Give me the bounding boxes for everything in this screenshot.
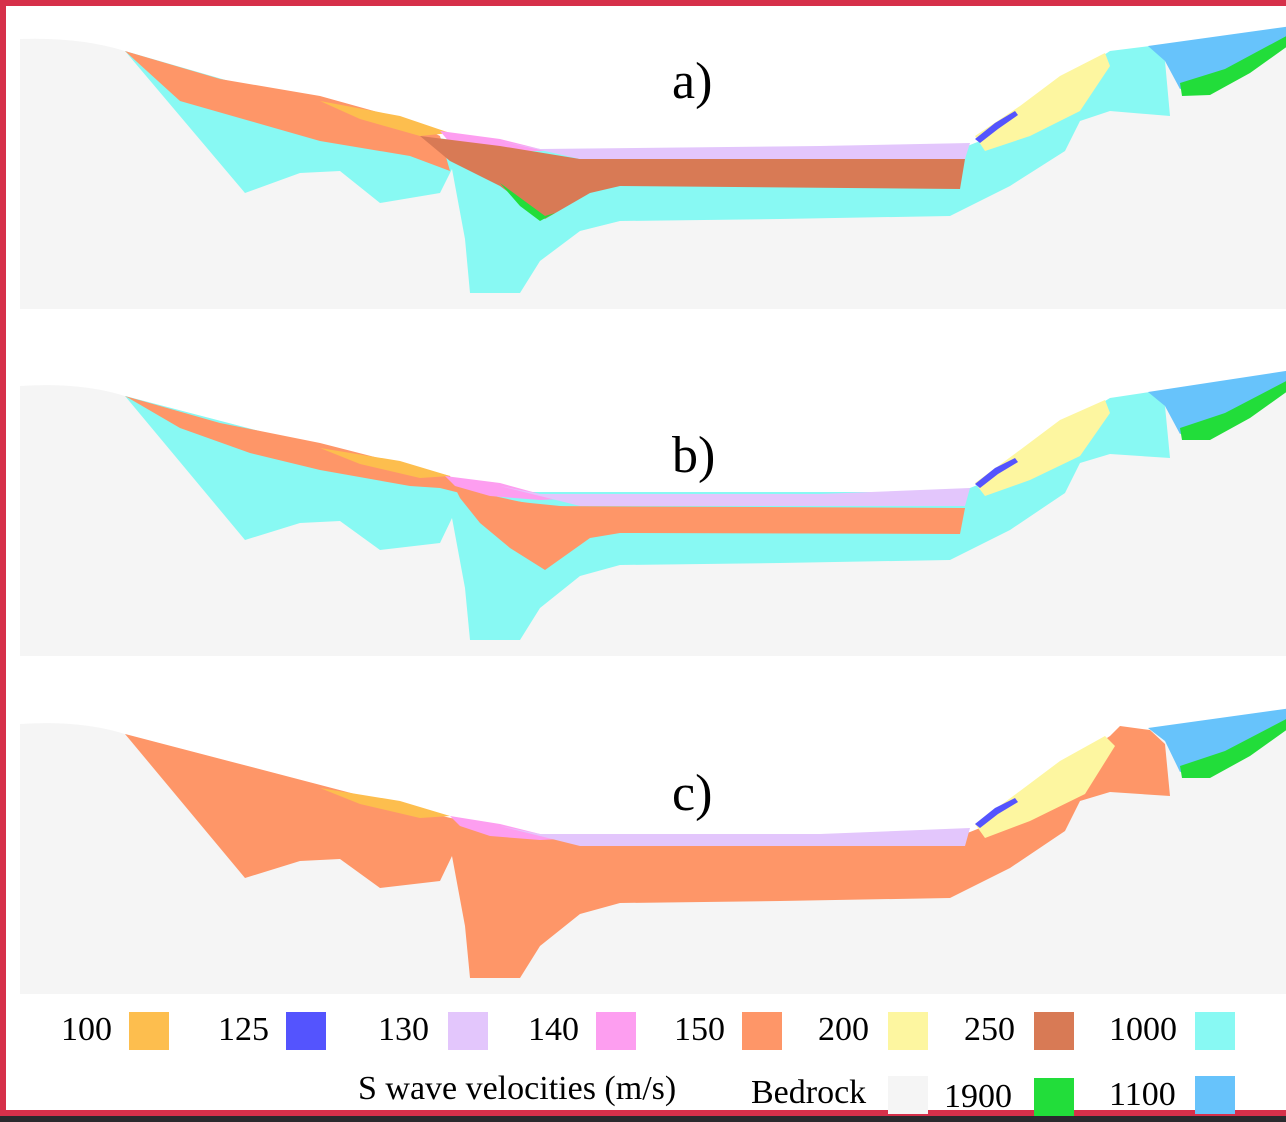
legend-value: 1900 xyxy=(944,1078,1012,1115)
legend-value: 150 xyxy=(674,1011,725,1048)
layer-130 xyxy=(500,486,970,506)
legend-value: 125 xyxy=(218,1011,269,1048)
layer-140 xyxy=(445,476,580,500)
legend-value: 100 xyxy=(61,1011,112,1048)
legend-swatch xyxy=(286,1012,326,1050)
panel-label: a) xyxy=(672,53,713,110)
legend-swatch xyxy=(1195,1012,1235,1050)
layer-1900-right xyxy=(1180,381,1286,440)
panel-label: b) xyxy=(672,427,716,484)
layer-1900-right xyxy=(1180,719,1286,778)
layer-125 xyxy=(975,798,1018,828)
legend-value: 250 xyxy=(964,1011,1015,1048)
legend-swatch xyxy=(448,1012,488,1050)
layer-200 xyxy=(975,400,1110,496)
layer-1900-right xyxy=(1180,36,1286,96)
layer-150 xyxy=(125,726,1170,978)
panel-label: c) xyxy=(672,765,713,822)
cross-section-a-drawing xyxy=(20,11,1286,311)
layer-1100 xyxy=(1148,370,1286,434)
legend-swatch xyxy=(888,1012,928,1050)
legend-swatch xyxy=(1195,1076,1235,1114)
layer-125 xyxy=(975,111,1018,143)
layer-125 xyxy=(975,458,1018,488)
layer-100 xyxy=(320,788,450,818)
legend-value: 130 xyxy=(378,1011,429,1048)
layer-200 xyxy=(975,53,1110,151)
bedrock-label: Bedrock xyxy=(751,1074,867,1111)
layer-130 xyxy=(500,826,970,846)
legend-swatch xyxy=(129,1012,169,1050)
cross-section-panel-c: c) xyxy=(20,696,1286,996)
layer-1100 xyxy=(1148,26,1286,89)
layer-150 xyxy=(125,51,450,171)
layer-100 xyxy=(320,448,450,478)
legend-row-velocities: 100 125 130 140 150 200 250 1000 xyxy=(6,1009,1286,1059)
layer-200 xyxy=(975,736,1115,838)
cross-section-c-drawing xyxy=(20,696,1286,996)
layer-150-channel xyxy=(450,478,965,570)
legend-value: 1100 xyxy=(1109,1076,1176,1113)
legend-swatch xyxy=(596,1012,636,1050)
layer-1100 xyxy=(1148,708,1286,772)
cross-section-panel-a: a) xyxy=(20,11,1286,311)
legend-title: S wave velocities (m/s) xyxy=(358,1070,677,1107)
legend-value: 200 xyxy=(818,1011,869,1048)
legend-row-bedrock: S wave velocities (m/s) Bedrock 1900 110… xyxy=(6,1070,1286,1122)
legend-swatch xyxy=(1034,1078,1074,1116)
layer-250 xyxy=(420,136,965,219)
legend-value: 140 xyxy=(528,1011,579,1048)
layer-140 xyxy=(450,816,580,840)
legend-swatch xyxy=(1034,1012,1074,1050)
legend-swatch-bedrock xyxy=(888,1076,928,1114)
legend-value: 1000 xyxy=(1109,1011,1177,1048)
layer-100 xyxy=(320,101,450,136)
layer-130 xyxy=(500,141,970,159)
cross-section-b-drawing xyxy=(20,358,1286,658)
cross-section-panel-b: b) xyxy=(20,358,1286,658)
legend-swatch xyxy=(742,1012,782,1050)
